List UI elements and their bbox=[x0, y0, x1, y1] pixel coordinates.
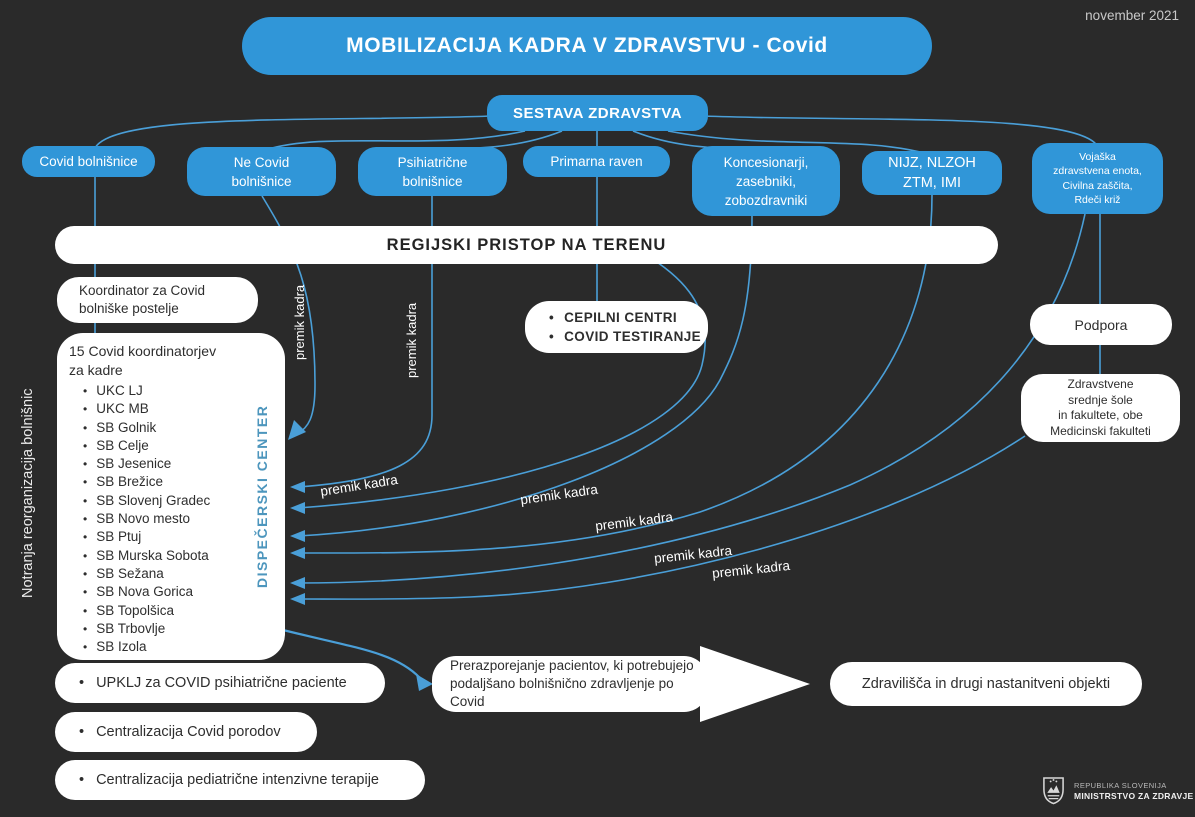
ministry-name: REPUBLIKA SLOVENIJA MINISTRSTVO ZA ZDRAV… bbox=[1074, 781, 1193, 801]
list-item: UKC LJ bbox=[83, 382, 285, 400]
node-covid-bolnisnice: Covid bolnišnice bbox=[22, 146, 155, 177]
node-zdravilisca: Zdravilišča in drugi nastanitveni objekt… bbox=[830, 662, 1142, 706]
cepilni-item: CEPILNI CENTRI bbox=[549, 308, 677, 327]
list-item: SB Trbovlje bbox=[83, 620, 285, 638]
list-item: SB Ptuj bbox=[83, 528, 285, 546]
cepilni-item: COVID TESTIRANJE bbox=[549, 327, 701, 346]
ministry-label: MINISTRSTVO ZA ZDRAVJE bbox=[1074, 790, 1194, 801]
node-koncesionarji: Koncesionarji, zasebniki, zobozdravniki bbox=[692, 146, 840, 216]
edge-coordbox-transfer bbox=[282, 628, 421, 679]
node-upklj: UPKLJ za COVID psihiatrične paciente bbox=[55, 663, 385, 703]
node-pediatricna-terapija: Centralizacija pediatrične intenzivne te… bbox=[55, 760, 425, 800]
coordinators-list: UKC LJ UKC MB SB Golnik SB Celje SB Jese… bbox=[69, 382, 285, 656]
premik-kadra-label: premik kadra bbox=[292, 284, 307, 360]
node-koordinator-postelje: Koordinator za Covid bolniške postelje bbox=[57, 277, 258, 323]
node-nijz-nlzoh: NIJZ, NLZOH ZTM, IMI bbox=[862, 151, 1002, 195]
node-cepilni-centri: CEPILNI CENTRI COVID TESTIRANJE bbox=[525, 301, 708, 353]
list-item: SB Jesenice bbox=[83, 455, 285, 473]
coordinators-heading: 15 Covid koordinatorjev za kadre bbox=[69, 343, 217, 378]
edge-psihiatricne-sweep bbox=[297, 196, 433, 488]
node-centralizacija-porodov: Centralizacija Covid porodov bbox=[55, 712, 317, 752]
node-sestava-zdravstva: SESTAVA ZDRAVSTVA bbox=[487, 95, 708, 131]
edge-schools-sweep bbox=[297, 435, 1026, 600]
edge-root-covid bbox=[94, 115, 493, 149]
list-item: SB Brežice bbox=[83, 473, 285, 491]
node-ne-covid-bolnisnice: Ne Covid bolnišnice bbox=[187, 147, 336, 196]
big-arrow-icon bbox=[700, 646, 810, 722]
node-covid-koordinatorji: 15 Covid koordinatorjev za kadre UKC LJ … bbox=[57, 333, 285, 660]
edge-koncesionarji-sweep bbox=[297, 215, 753, 537]
node-psihiatricne-bolnisnice: Psihiatrične bolnišnice bbox=[358, 147, 507, 196]
list-item: SB Golnik bbox=[83, 419, 285, 437]
list-item: SB Celje bbox=[83, 437, 285, 455]
page-title: MOBILIZACIJA KADRA V ZDRAVSTVU - Covid bbox=[242, 17, 932, 75]
node-podpora: Podpora bbox=[1030, 304, 1172, 345]
node-primarna-raven: Primarna raven bbox=[523, 146, 670, 177]
edge-primarna-sweep bbox=[297, 229, 706, 509]
republic-label: REPUBLIKA SLOVENIJA bbox=[1074, 780, 1167, 790]
list-item: SB Murska Sobota bbox=[83, 547, 285, 565]
node-zdravstvene-sole: Zdravstvene srednje šole in fakultete, o… bbox=[1021, 374, 1180, 442]
list-item: SB Nova Gorica bbox=[83, 583, 285, 601]
node-vojaska-enota: Vojaška zdravstvena enota, Civilna zašči… bbox=[1032, 143, 1163, 214]
coat-of-arms-icon bbox=[1043, 777, 1064, 805]
list-item: SB Sežana bbox=[83, 565, 285, 583]
list-item: UKC MB bbox=[83, 400, 285, 418]
list-item: SB Novo mesto bbox=[83, 510, 285, 528]
node-prerazporejanje: Prerazporejanje pacientov, ki potrebujej… bbox=[432, 656, 708, 712]
list-item: SB Izola bbox=[83, 638, 285, 656]
list-item: SB Slovenj Gradec bbox=[83, 492, 285, 510]
premik-kadra-label: premik kadra bbox=[404, 302, 419, 378]
list-item: SB Topolšica bbox=[83, 602, 285, 620]
edge-vojaska-sweep bbox=[297, 213, 1086, 584]
banner-regijski-pristop: REGIJSKI PRISTOP NA TERENU bbox=[55, 226, 998, 264]
edge-nijz-sweep bbox=[297, 194, 933, 554]
edge-root-vojaska bbox=[702, 115, 1099, 148]
edge-root-necovid bbox=[264, 130, 526, 151]
arrowheads bbox=[288, 420, 433, 691]
date-label: november 2021 bbox=[1085, 8, 1179, 23]
edge-root-nijz bbox=[667, 130, 929, 155]
ministry-logo: REPUBLIKA SLOVENIJA MINISTRSTVO ZA ZDRAV… bbox=[1042, 776, 1193, 805]
rotated-label-dispecerski-center: DISPEČERSKI CENTER bbox=[254, 404, 270, 588]
rotated-label-notranja-reorganizacija: Notranja reorganizacija bolnišnic bbox=[20, 388, 36, 598]
